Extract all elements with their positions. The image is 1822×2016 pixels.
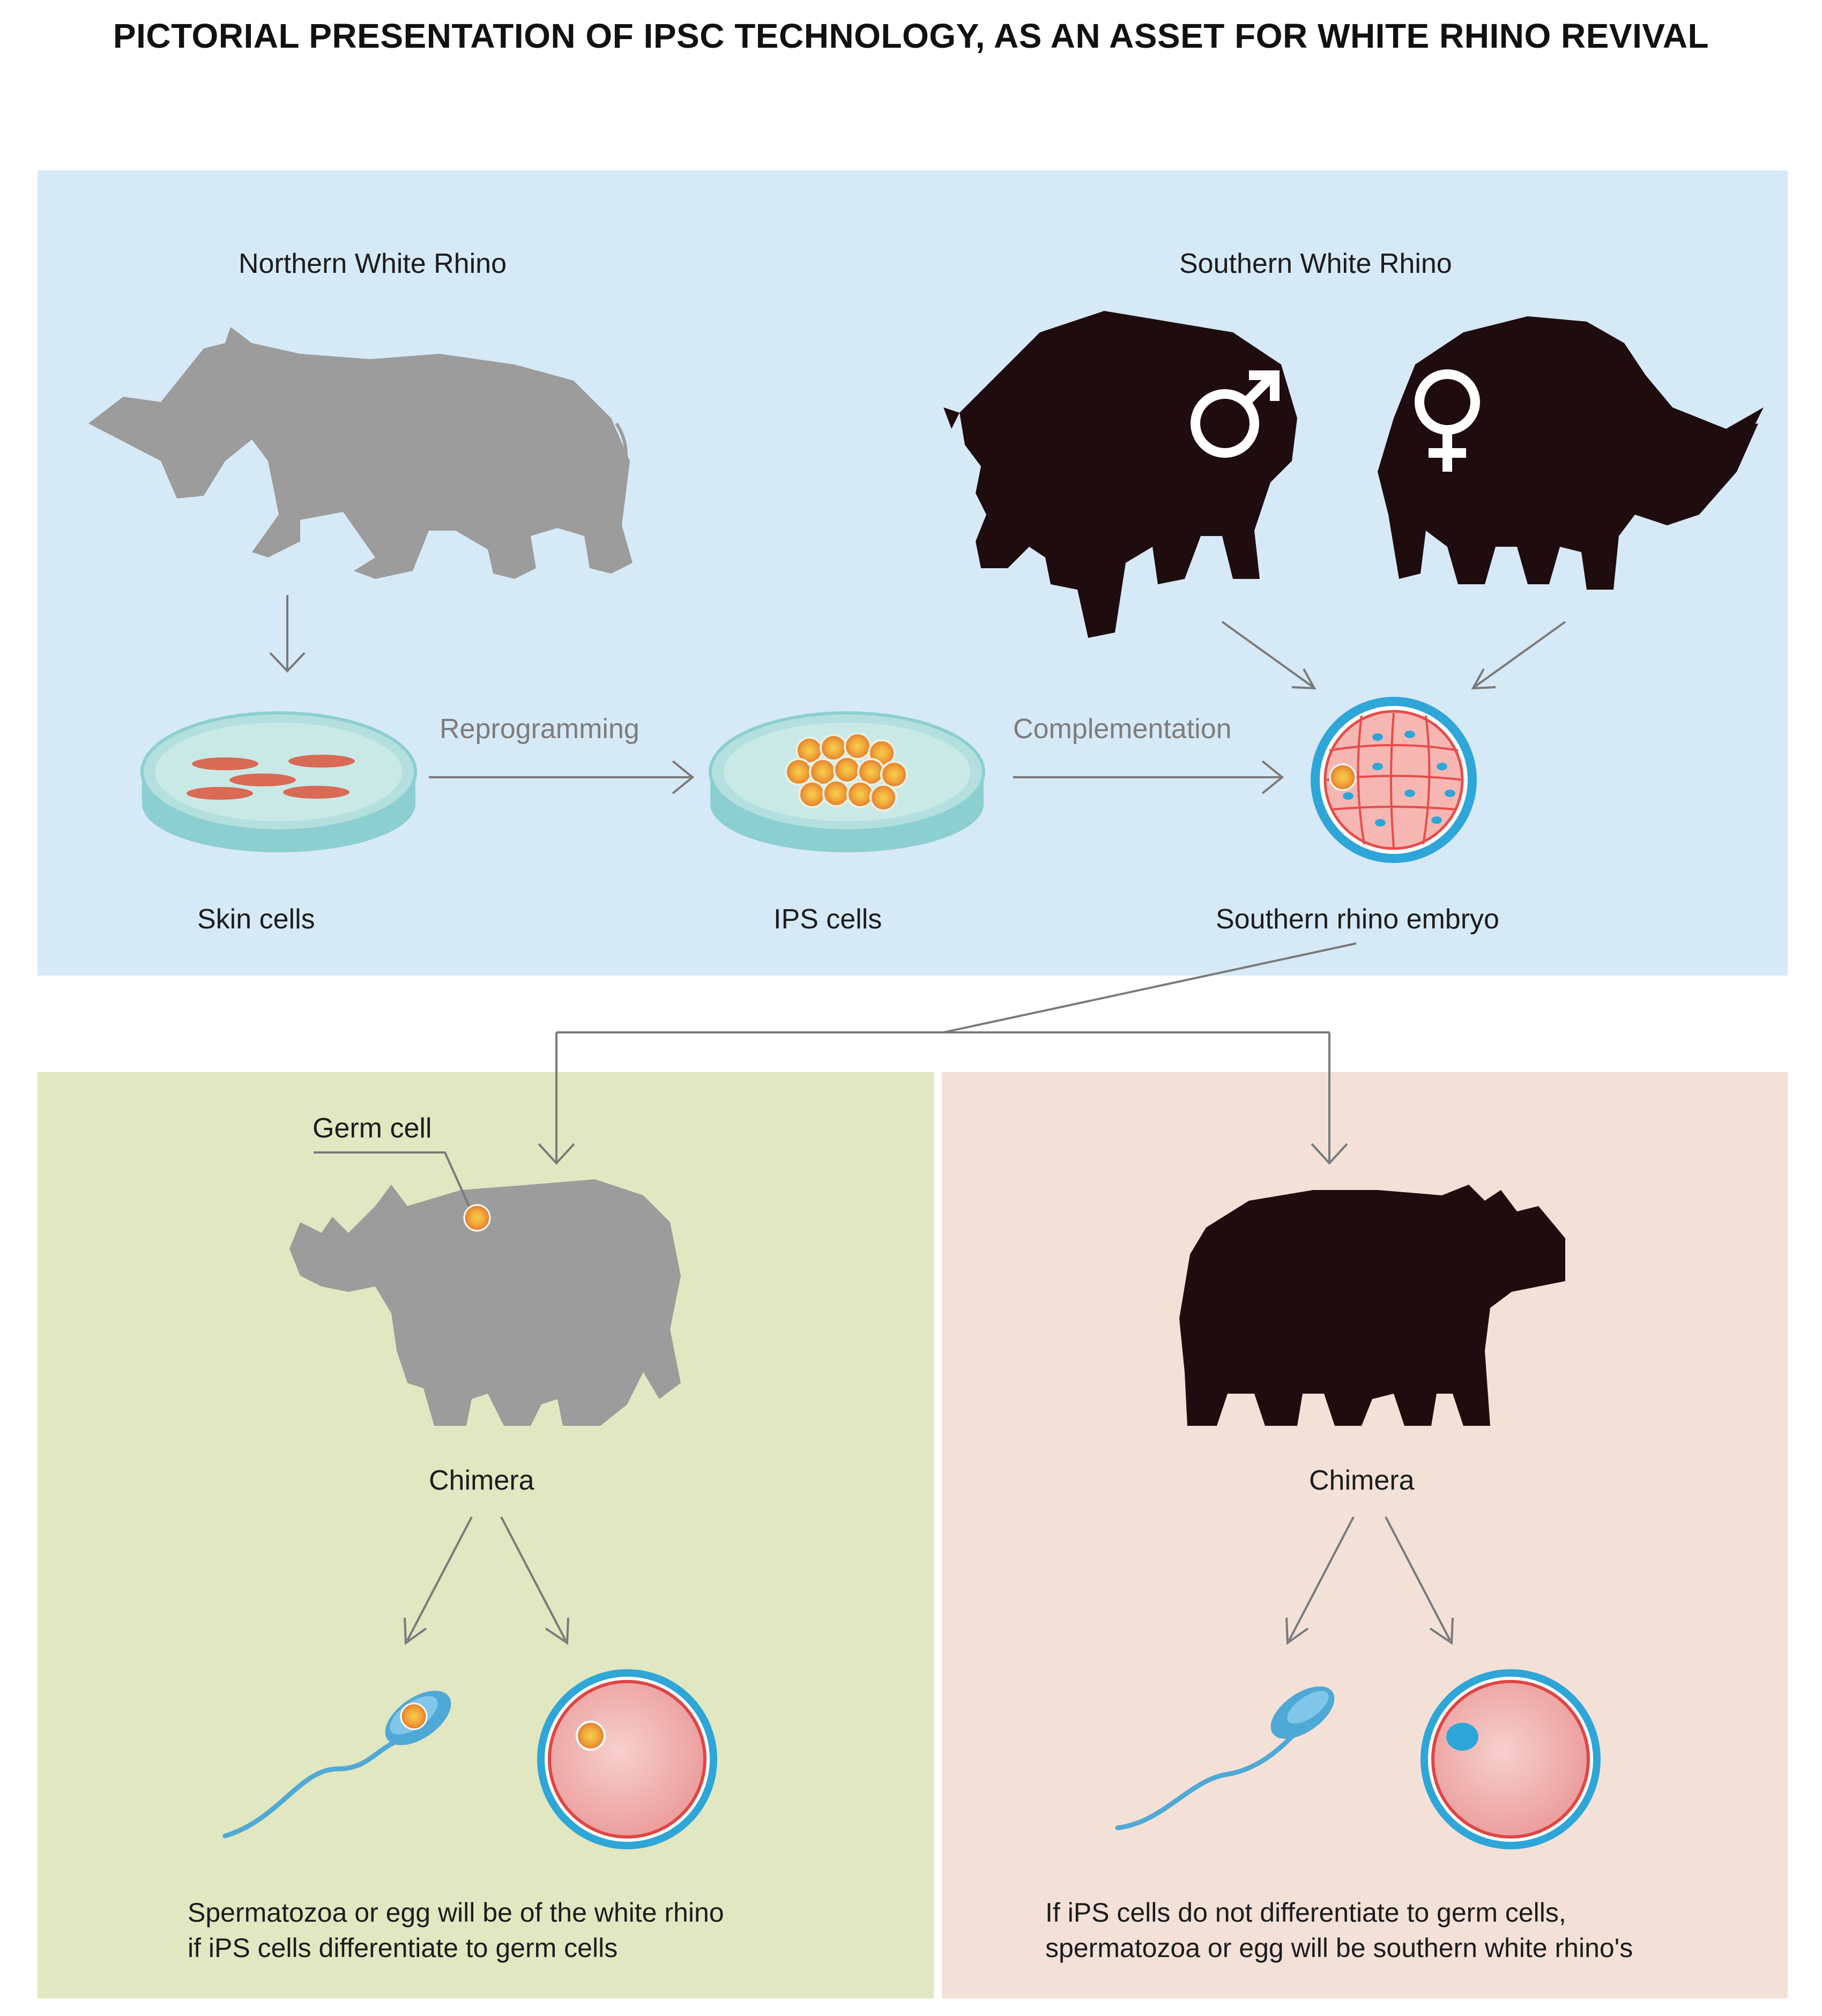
arrow-reprogramming: [429, 760, 695, 794]
northern-rhino-label: Northern White Rhino: [239, 248, 507, 279]
southern-embryo-icon: [1311, 697, 1477, 863]
southern-male-rhino-silhouette: [943, 311, 1297, 638]
left-caption-line2: if iPS cells differentiate to germ cells: [188, 1933, 618, 1963]
arrow-left-chimera-to-egg: [500, 1516, 569, 1645]
reprogramming-label: Reprogramming: [440, 713, 639, 745]
page-title: PICTORIAL PRESENTATION OF IPSC TECHNOLOG…: [113, 17, 1709, 55]
arrow-northern-to-skin: [269, 595, 306, 673]
complementation-label: Complementation: [1013, 713, 1232, 745]
germ-cell-icon: [463, 1204, 491, 1232]
embryo-label: Southern rhino embryo: [1216, 904, 1499, 935]
right-chimera-label: Chimera: [1309, 1465, 1415, 1496]
ips-cells-label: IPS cells: [774, 904, 882, 935]
arrow-left-chimera-to-sperm: [404, 1516, 473, 1645]
northern-rhino-silhouette: [88, 327, 633, 579]
left-egg-icon: [537, 1669, 717, 1849]
right-egg-icon: [1421, 1669, 1601, 1849]
germ-cell-pointer: [314, 1151, 470, 1207]
arrow-embryo-split: [538, 942, 1357, 1165]
ips-cells-dish-icon: [709, 711, 985, 852]
arrow-right-chimera-to-egg: [1385, 1516, 1454, 1645]
germ-cell-label: Germ cell: [313, 1113, 432, 1144]
skin-cells-label: Skin cells: [197, 904, 315, 935]
right-caption: If iPS cells do not differentiate to ger…: [1045, 1895, 1769, 1966]
right-caption-line2: spermatozoa or egg will be southern whit…: [1045, 1933, 1633, 1963]
right-sperm-icon: [1115, 1686, 1335, 1831]
male-symbol-icon: [1191, 370, 1280, 458]
arrow-complementation: [1013, 760, 1284, 794]
southern-rhino-label: Southern White Rhino: [1179, 248, 1452, 279]
arrow-male-to-embryo: [1221, 621, 1317, 690]
left-caption-line1: Spermatozoa or egg will be of the white …: [188, 1898, 724, 1928]
arrow-right-chimera-to-sperm: [1285, 1516, 1355, 1645]
left-sperm-icon: [222, 1691, 451, 1839]
arrow-female-to-embryo: [1471, 621, 1566, 690]
left-caption: Spermatozoa or egg will be of the white …: [188, 1895, 884, 1966]
skin-cells-dish-icon: [140, 711, 417, 852]
left-chimera-label: Chimera: [429, 1465, 534, 1496]
right-caption-line1: If iPS cells do not differentiate to ger…: [1045, 1898, 1566, 1928]
right-chimera-rhino-silhouette: [1179, 1185, 1565, 1426]
left-chimera-rhino-silhouette: [289, 1179, 681, 1426]
female-symbol-icon: [1415, 369, 1480, 472]
